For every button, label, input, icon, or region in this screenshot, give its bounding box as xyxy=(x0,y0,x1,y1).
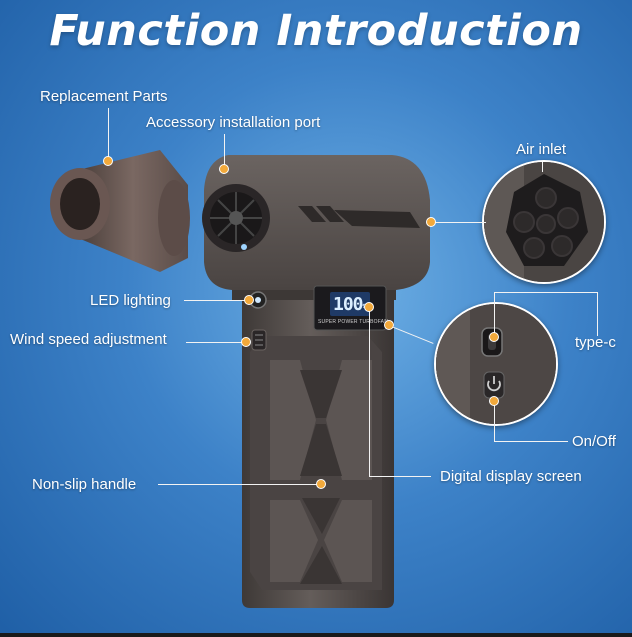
marker-handle xyxy=(316,479,326,489)
label-air-inlet: Air inlet xyxy=(516,141,567,158)
marker-air-inlet xyxy=(426,217,436,227)
marker-port-detail xyxy=(384,320,394,330)
lcd-value: 100 xyxy=(333,294,363,315)
marker-accessory-port xyxy=(219,164,229,174)
marker-on-off xyxy=(489,396,499,406)
port-detail xyxy=(434,302,558,426)
label-digital-display: Digital display screen xyxy=(440,468,582,485)
marker-display xyxy=(364,302,374,312)
label-wind-speed: Wind speed adjustment xyxy=(10,331,167,348)
display-panel xyxy=(313,285,387,331)
label-on-off: On/Off xyxy=(572,433,616,450)
air-inlet-detail xyxy=(482,160,606,284)
label-accessory-port: Accessory installation port xyxy=(146,114,321,131)
device-head xyxy=(202,155,430,300)
marker-wind-speed xyxy=(241,337,251,347)
label-led-lighting: LED lighting xyxy=(90,292,171,309)
marker-type-c xyxy=(489,332,499,342)
page-title: Function Introduction xyxy=(49,6,583,56)
lcd-readout: 100% xyxy=(333,294,368,315)
label-replacement-parts: Replacement Parts xyxy=(40,88,168,105)
lcd-caption: SUPER POWER TURBOFAN xyxy=(318,319,389,325)
label-type-c: type-c xyxy=(575,334,616,351)
marker-led xyxy=(244,295,254,305)
label-non-slip: Non-slip handle xyxy=(32,476,137,493)
bottom-edge xyxy=(0,633,632,637)
replacement-nozzle xyxy=(50,150,190,272)
device-handle xyxy=(242,262,394,608)
power-icon xyxy=(487,376,501,392)
marker-replacement xyxy=(103,156,113,166)
